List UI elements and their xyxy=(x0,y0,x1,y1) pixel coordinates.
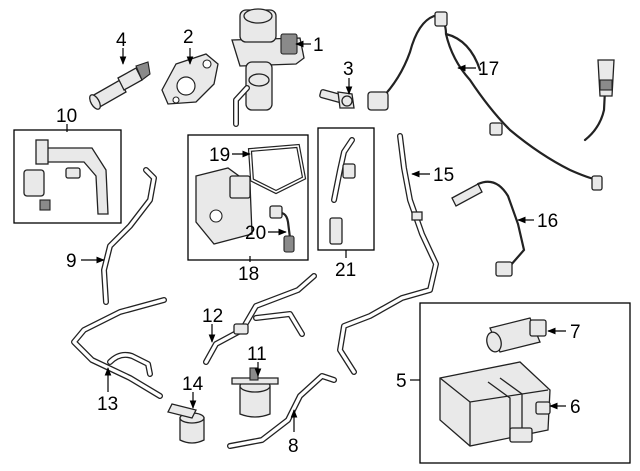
valve-11[interactable] xyxy=(231,367,279,418)
callout-12: 12 xyxy=(202,306,223,327)
leaders xyxy=(66,40,566,432)
callout-6: 6 xyxy=(570,397,581,418)
hose-kit[interactable] xyxy=(329,137,356,245)
cover-assembly[interactable] xyxy=(195,167,253,245)
purge-valve[interactable] xyxy=(485,317,547,353)
sensor-bracket-assembly[interactable] xyxy=(23,139,109,215)
callout-8: 8 xyxy=(288,436,299,457)
tube-12[interactable] xyxy=(203,273,317,365)
sensor-20[interactable] xyxy=(269,205,295,253)
tube-8[interactable] xyxy=(227,373,337,449)
callout-4: 4 xyxy=(116,30,127,51)
tube-13[interactable] xyxy=(71,297,167,399)
callout-13: 13 xyxy=(97,394,118,415)
cover-kit-group-box xyxy=(187,134,309,261)
callout-15: 15 xyxy=(433,165,454,186)
callout-19: 19 xyxy=(209,145,230,166)
vapor-tube-15[interactable] xyxy=(337,133,439,375)
callout-3: 3 xyxy=(343,59,354,80)
egr-valve[interactable] xyxy=(231,8,305,127)
callout-5: 5 xyxy=(396,371,407,392)
callout-2: 2 xyxy=(183,27,194,48)
callout-18: 18 xyxy=(238,264,259,285)
callout-16: 16 xyxy=(537,211,558,232)
callout-21: 21 xyxy=(335,260,356,281)
vapor-canister-group-box xyxy=(419,302,631,464)
sensor-16[interactable] xyxy=(451,180,526,277)
callout-11: 11 xyxy=(247,344,267,365)
callout-20: 20 xyxy=(245,223,266,244)
sensor-4[interactable] xyxy=(88,61,151,111)
gasket[interactable] xyxy=(161,53,219,105)
vapor-canister[interactable] xyxy=(439,361,551,447)
tube-9[interactable] xyxy=(101,167,157,305)
callout-17: 17 xyxy=(478,59,499,80)
cover-seal[interactable] xyxy=(247,143,307,195)
valve-14[interactable] xyxy=(167,403,205,444)
callout-1: 1 xyxy=(313,35,324,56)
callout-14: 14 xyxy=(182,374,204,395)
callout-10: 10 xyxy=(56,106,77,127)
callout-9: 9 xyxy=(66,251,77,272)
callout-7: 7 xyxy=(570,322,581,343)
oxygen-sensor-harness[interactable] xyxy=(367,11,615,191)
